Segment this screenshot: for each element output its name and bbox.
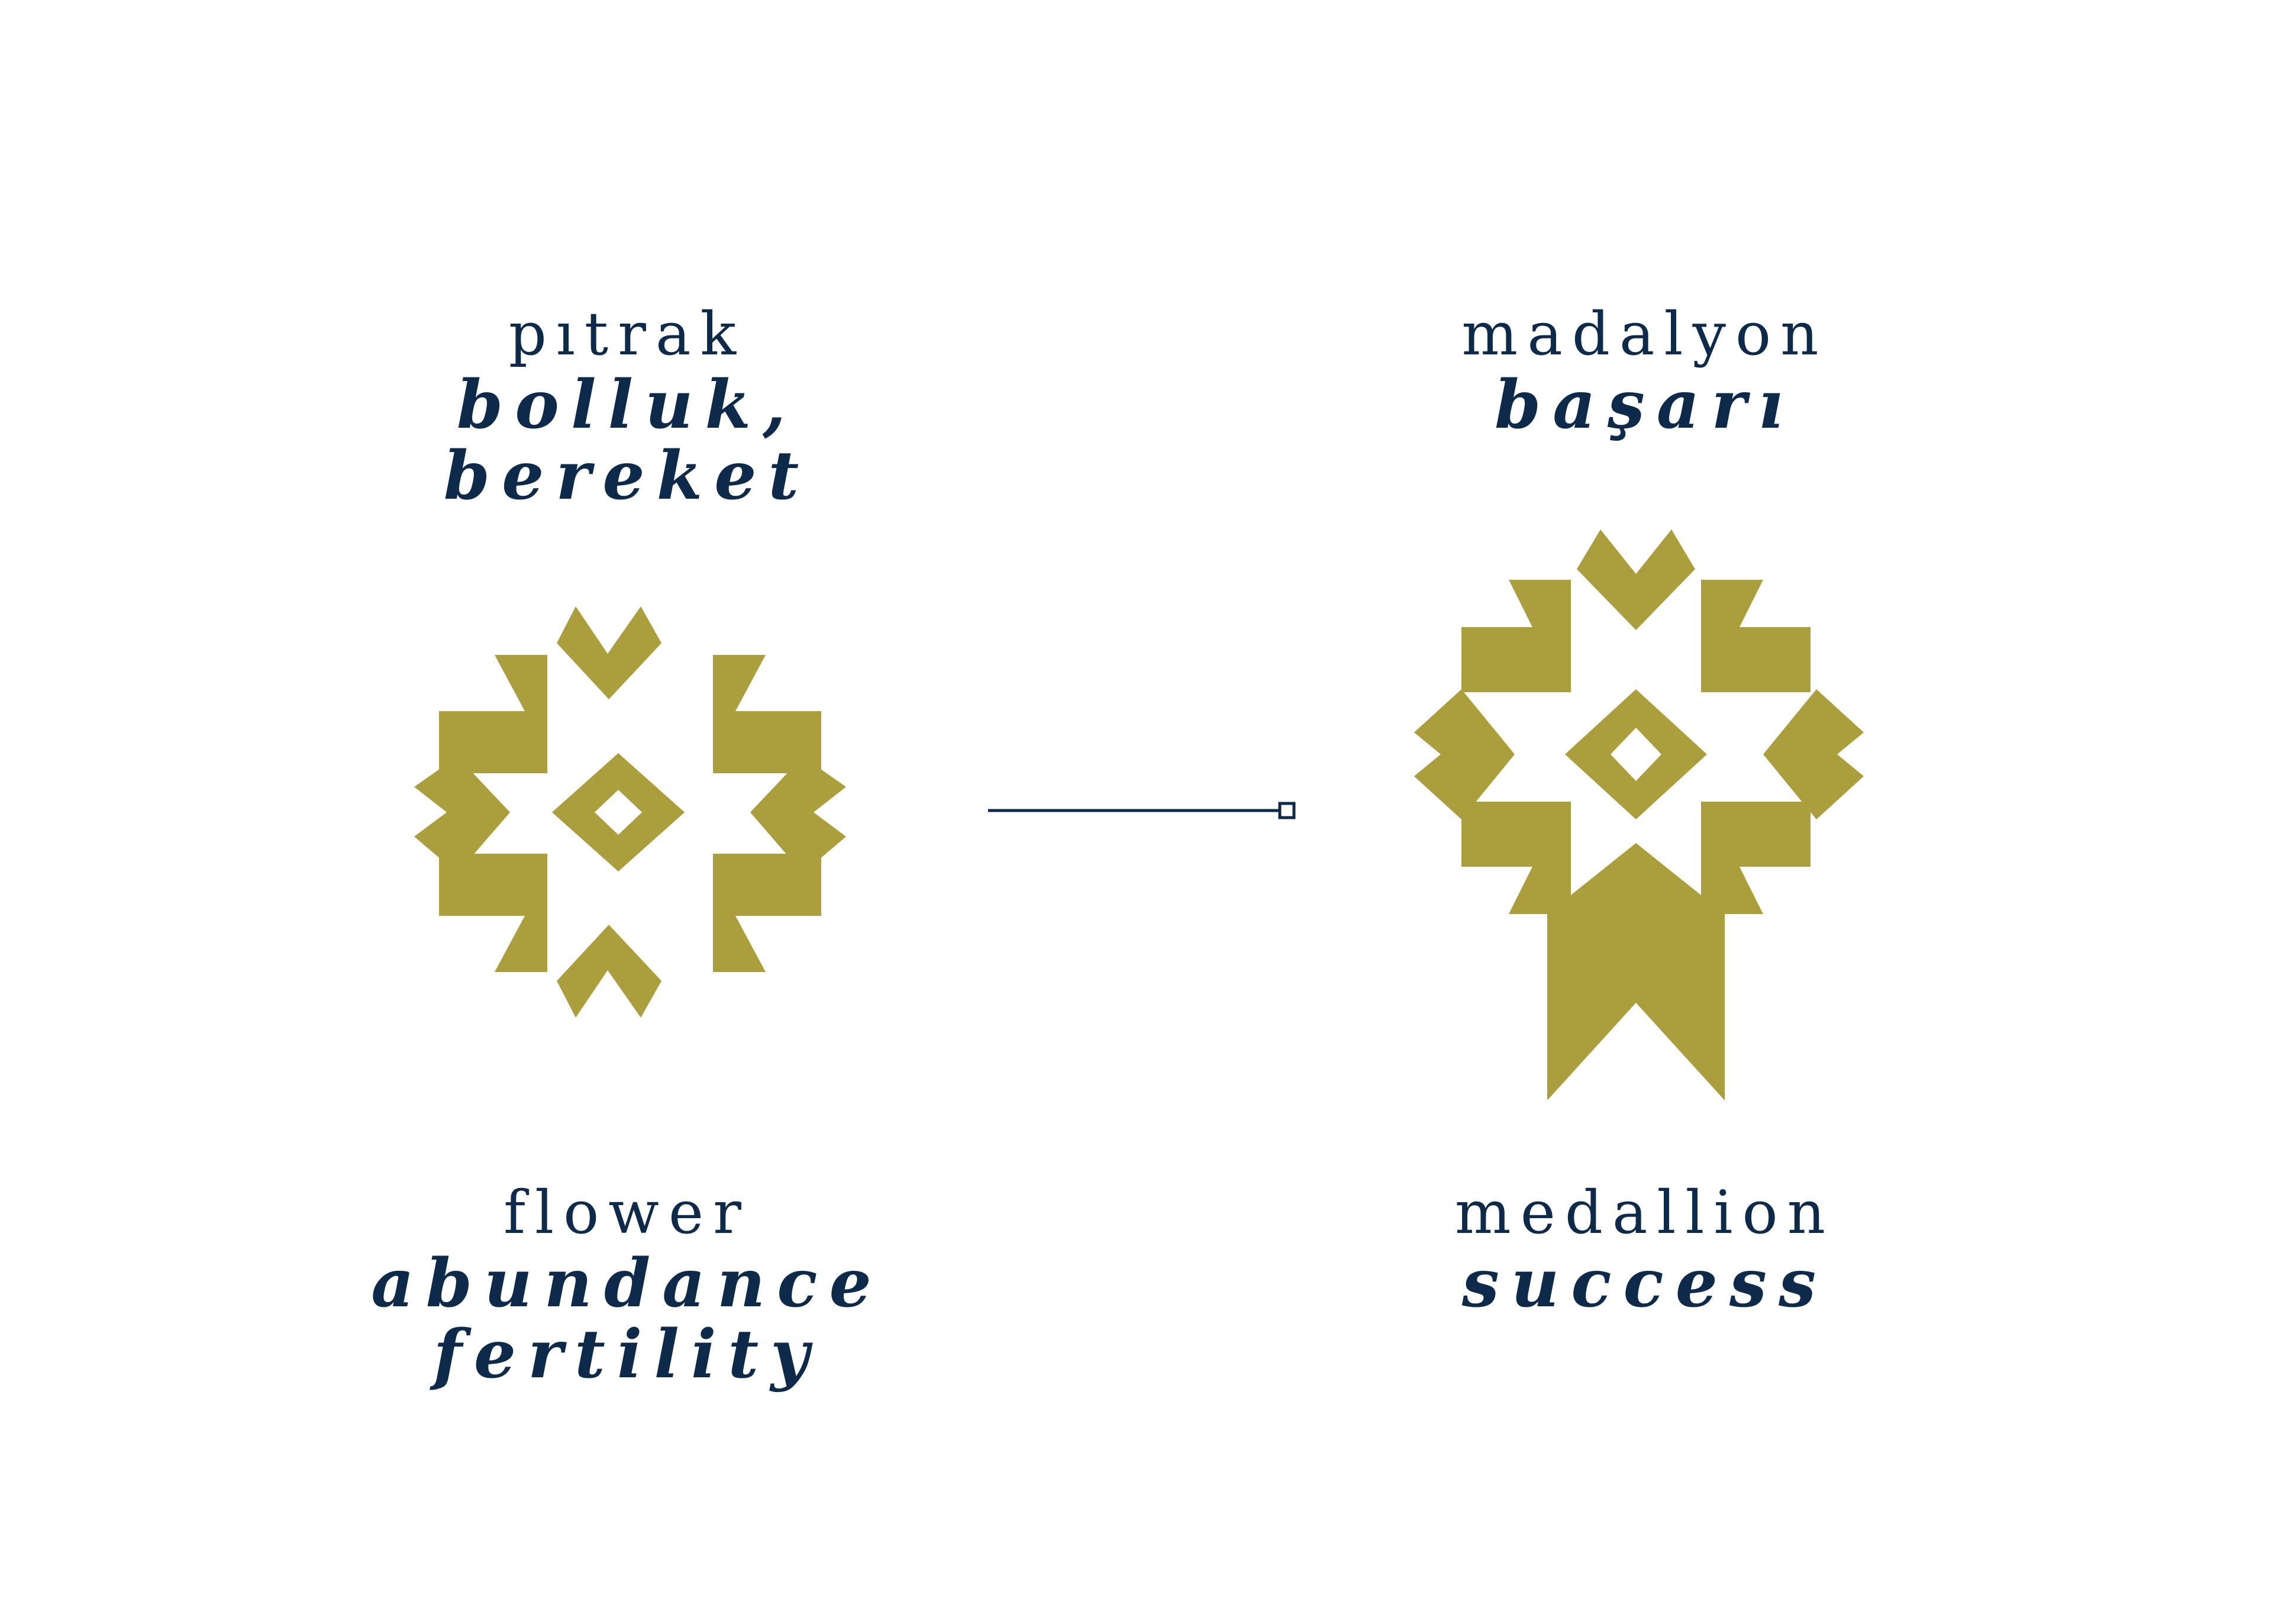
medallion-turkish-name: madalyon [1461,299,1828,369]
medallion-top-right-corner [1701,580,1810,692]
flower-motif-icon [414,606,846,1018]
medallion-right-petal [1763,689,1864,819]
medallion-bottom-left-corner [1461,802,1571,914]
flower-left-petal [414,757,510,873]
flower-turkish-meaning: bolluk, bereket [443,366,811,515]
connector-end-square [1278,802,1296,819]
flower-bottom-petal [557,925,661,1018]
medallion-motif-icon [1414,530,1864,1100]
medallion-ribbon [1547,843,1725,1100]
flower-top-petal [557,606,661,699]
flower-right-petal [750,757,846,873]
flower-english-meaning-2: fertility [433,1316,821,1393]
medallion-turkish-label: madalyon başarı [1290,299,2000,441]
medallion-english-name: medallion [1454,1178,1835,1247]
flower-top-left-corner [439,655,547,773]
flower-turkish-name: pıtrak [508,299,746,369]
medallion-english-meaning-1: success [1461,1245,1828,1322]
flower-bottom-left-corner [439,854,547,972]
connector-line [988,802,1296,819]
flower-top-right-corner [713,655,821,773]
medallion-english-label: medallion success [1290,1177,2000,1319]
flower-english-name: flower [504,1178,751,1247]
medallion-top-petal [1577,530,1695,630]
flower-english-label: flower abundance fertility [272,1177,982,1390]
flower-english-meaning-1: abundance [371,1245,883,1322]
flower-bottom-right-corner [713,854,821,972]
medallion-center-diamond [1565,689,1707,819]
medallion-top-left-corner [1461,580,1571,692]
flower-center-diamond [552,753,685,871]
medallion-bottom-right-corner [1701,802,1810,914]
flower-turkish-label: pıtrak bolluk, bereket [272,299,982,512]
medallion-left-petal [1414,689,1515,819]
medallion-turkish-meaning: başarı [1494,366,1796,444]
